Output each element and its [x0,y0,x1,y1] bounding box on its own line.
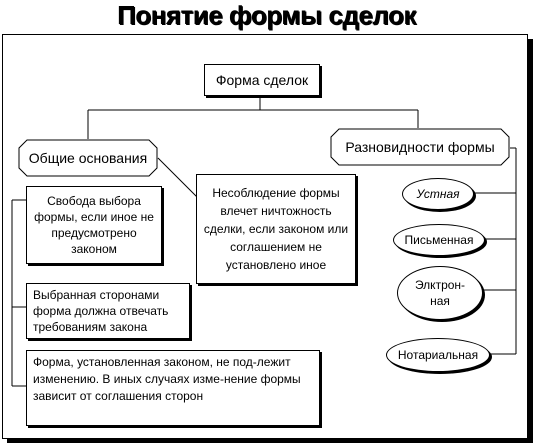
rule-text: Свобода выбора формы, если иное не преду… [34,194,154,256]
form-type-label: Нотариальная [397,348,479,362]
left-branch-label: Общие основания [28,150,148,166]
rule-box-free-choice: Свобода выбора формы, если иное не преду… [26,186,162,264]
right-branch-label: Разновидности формы [345,139,495,155]
rule-text: Форма, установленная законом, не под-леж… [33,355,301,403]
octagon-shape [18,139,158,177]
root-node: Форма сделок [204,64,320,96]
form-type-electronic: Элктрон-ная [397,266,483,320]
octagon-shape [330,128,510,166]
consequence-box: Несоблюдение формы влечет ничтожность сд… [196,174,356,284]
root-node-label: Форма сделок [215,72,309,88]
rule-text: Выбранная сторонами форма должна отвечат… [33,288,169,334]
form-type-label: Письменная [404,233,474,247]
form-type-notarial: Нотариальная [386,338,490,372]
rule-box-legal-requirements: Выбранная сторонами форма должна отвечат… [26,283,190,339]
form-type-label: Устная [416,187,460,201]
form-type-oral: Устная [402,178,474,210]
right-branch-node: Разновидности формы [330,128,510,166]
consequence-text: Несоблюдение формы влечет ничтожность сд… [203,186,349,272]
rule-box-established-form: Форма, установленная законом, не под-леж… [26,350,320,426]
left-branch-node: Общие основания [18,139,158,177]
form-type-written: Письменная [393,224,485,256]
form-type-label: Элктрон-ная [414,278,466,308]
diagram-title: Понятие формы сделок [117,0,416,30]
